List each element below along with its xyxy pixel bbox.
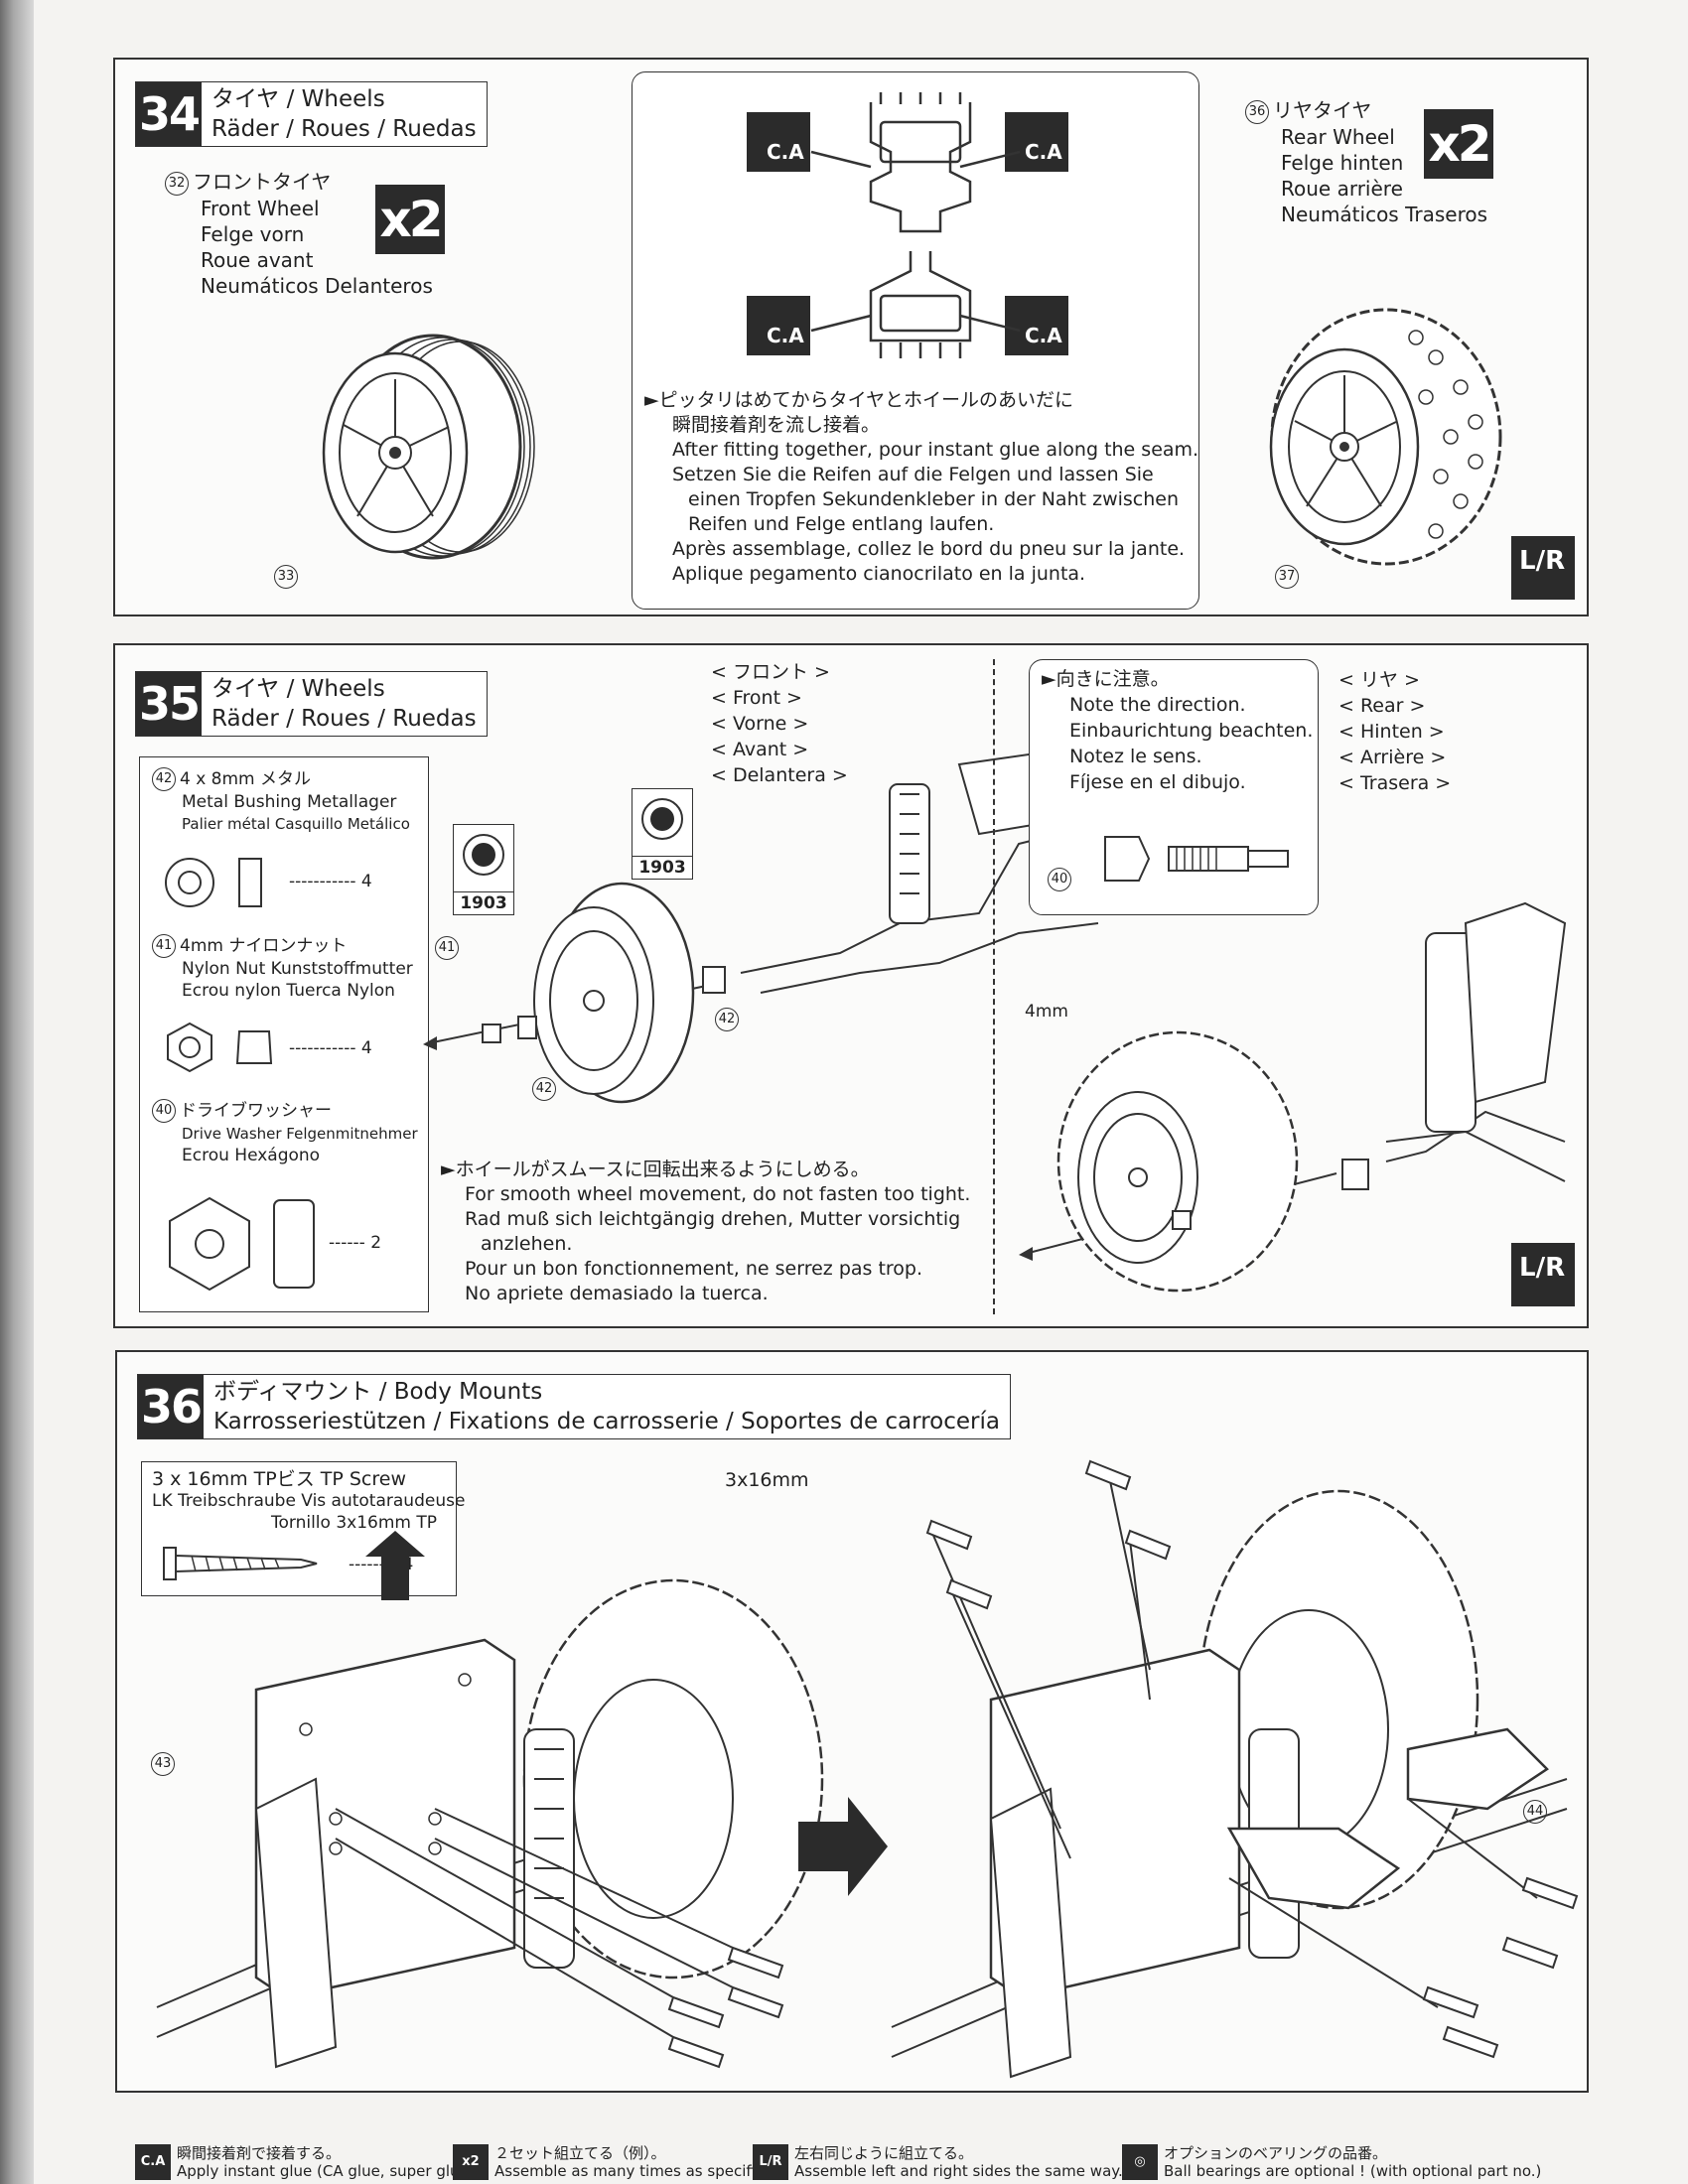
step-number: 36 (138, 1375, 204, 1438)
left-right-icon: L/R (753, 2144, 788, 2180)
drive-washer-icon (169, 1196, 315, 1292)
step-title-line2: Karrosseriestützen / Fixations de carros… (213, 1409, 1000, 1434)
ca-glue-icon: C.A (1005, 296, 1068, 355)
drive-washer-direction-icon (1104, 836, 1289, 882)
rim-ref-33: 33 (274, 562, 302, 589)
glue-instruction-text: ►ピッタリはめてからタイヤとホイールのあいだに 瞬間接着剤を流し接着。 Afte… (644, 389, 1199, 585)
ref-42: 42 (532, 1074, 560, 1101)
legend-lr: L/R 左右同じように組立てる。Assemble left and right … (753, 2144, 1123, 2180)
legend-bearing: ◎ オプションのベアリングの品番。Ball bearings are optio… (1122, 2144, 1541, 2180)
step-36-panel: 36 ボディマウント / Body Mounts Karrosseriestüt… (115, 1350, 1589, 2093)
ca-arrows (810, 150, 1021, 333)
left-right-icon: L/R (1511, 536, 1575, 600)
step-35-panel: 35 タイヤ / Wheels Räder / Roues / Ruedas 4… (113, 643, 1589, 1328)
direction-note-callout: ►向きに注意。 Note the direction. Einbaurichtu… (1029, 659, 1319, 915)
step-title-line1: タイヤ / Wheels (211, 676, 385, 702)
step-title-line2: Räder / Roues / Ruedas (211, 706, 477, 732)
left-right-icon: L/R (1511, 1243, 1575, 1306)
rim-ref-37: 37 (1275, 562, 1303, 589)
ca-glue-icon: C.A (747, 112, 810, 172)
glue-instruction-callout: C.A C.A C.A C.A ►ピッタリはめてからタイヤとホイールのあいだに … (632, 71, 1199, 610)
screw-size-label: 3x16mm (725, 1469, 809, 1491)
bearing-icon: ◎ (1122, 2144, 1158, 2180)
front-wheel-illustration (322, 334, 535, 560)
rear-wheel-assembly-illustration (1019, 901, 1567, 1293)
rear-side-labels: < リヤ >< Rear >< Hinten >< Arrière >< Tra… (1338, 669, 1452, 794)
ca-glue-icon: C.A (135, 2144, 171, 2180)
tp-screw-icon (163, 1547, 318, 1580)
x2-icon: x2 (453, 2144, 489, 2180)
nut-size-label: 4mm (1025, 1002, 1068, 1022)
step-title-line1: ボディマウント / Body Mounts (213, 1379, 543, 1405)
part-qty: ------ 2 (329, 1233, 382, 1253)
step-36-header: 36 ボディマウント / Body Mounts Karrosseriestüt… (137, 1374, 1011, 1439)
step-35-header: 35 タイヤ / Wheels Räder / Roues / Ruedas (135, 671, 488, 737)
wheel-cross-section (869, 92, 972, 358)
ref-42: 42 (715, 1005, 743, 1031)
ref-44: 44 (1523, 1797, 1551, 1824)
tightening-instruction: ►ホイールがスムースに回転出来るようにしめる。 For smooth wheel… (441, 1159, 971, 1304)
rear-wheel-illustration (1269, 308, 1502, 566)
bearing-option-tag: 1903 (632, 788, 693, 880)
arrow-right-icon (798, 1797, 888, 1896)
front-wheel-assembly-illustration (423, 743, 1099, 1104)
legend-ca: C.A 瞬間接着剤で接着する。Apply instant glue (CA gl… (135, 2144, 479, 2180)
step-number: 35 (136, 672, 202, 736)
legend-x2: x2 ２セット組立てる（例）。Assemble as many times as… (453, 2144, 778, 2180)
step-number: 34 (136, 82, 202, 146)
ca-glue-icon: C.A (1005, 112, 1068, 172)
step-title-line2: Räder / Roues / Ruedas (211, 116, 477, 142)
step-34-panel: 34 タイヤ / Wheels Räder / Roues / Ruedas 3… (113, 58, 1589, 616)
front-side-labels: < フロント >< Front >< Vorne >< Avant >< Del… (711, 661, 848, 786)
ref-41: 41 (435, 933, 463, 960)
step-34-header: 34 タイヤ / Wheels Räder / Roues / Ruedas (135, 81, 488, 147)
divider-dashed (993, 659, 995, 1314)
body-mount-after-illustration (891, 1459, 1579, 2079)
bushing-icon (165, 858, 262, 907)
nylon-nut-icon (167, 1022, 273, 1073)
part-qty: ----------- 4 (289, 872, 372, 891)
body-mount-before-illustration (156, 1531, 824, 2069)
ref-40: 40 (1048, 865, 1075, 891)
binding-edge (0, 0, 34, 2184)
quantity-x2-badge: x2 (375, 185, 445, 254)
part-ref-36: 36 (1245, 99, 1269, 124)
quantity-x2-badge: x2 (1424, 109, 1493, 179)
step-title-line1: タイヤ / Wheels (211, 86, 385, 112)
ca-glue-icon: C.A (747, 296, 810, 355)
part-ref-32: 32 (165, 171, 189, 196)
part-qty: ----------- 4 (289, 1038, 372, 1058)
ref-43: 43 (151, 1749, 179, 1776)
bearing-option-tag: 1903 (453, 824, 514, 915)
